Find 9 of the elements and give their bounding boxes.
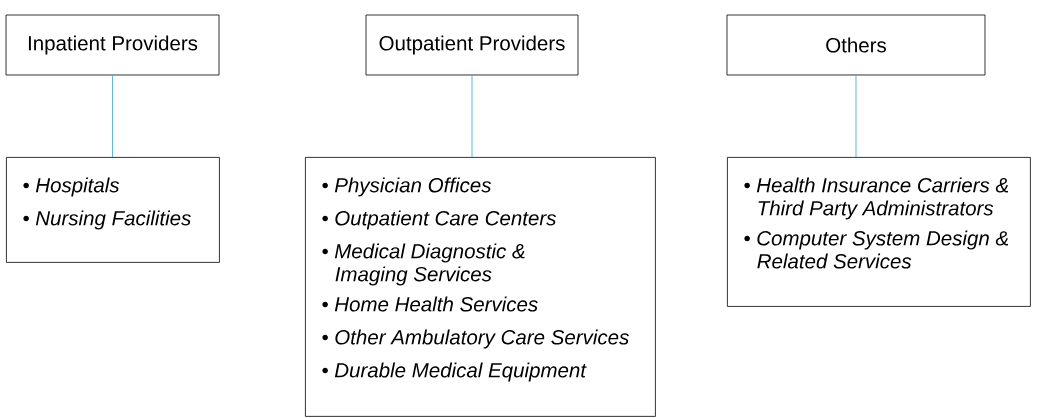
- list-box: • Health Insurance Carriers & Third Party Administrators • Computer System Design & Related Services: [727, 157, 1031, 307]
- connector-line: [471, 75, 473, 158]
- header-box: Others: [726, 14, 986, 76]
- connector-line: [855, 75, 857, 158]
- header-box: Inpatient Providers: [5, 14, 220, 76]
- header-box: Outpatient Providers: [365, 14, 579, 76]
- connector-line: [112, 75, 113, 158]
- list-box: • Physician Offices • Outpatient Care Centers • Medical Diagnostic & Imaging Services • Home Health Services • Other Ambulatory Care Services • Durable Medical Equipment: [305, 157, 656, 417]
- list-box: • Hospitals • Nursing Facilities: [6, 157, 220, 263]
